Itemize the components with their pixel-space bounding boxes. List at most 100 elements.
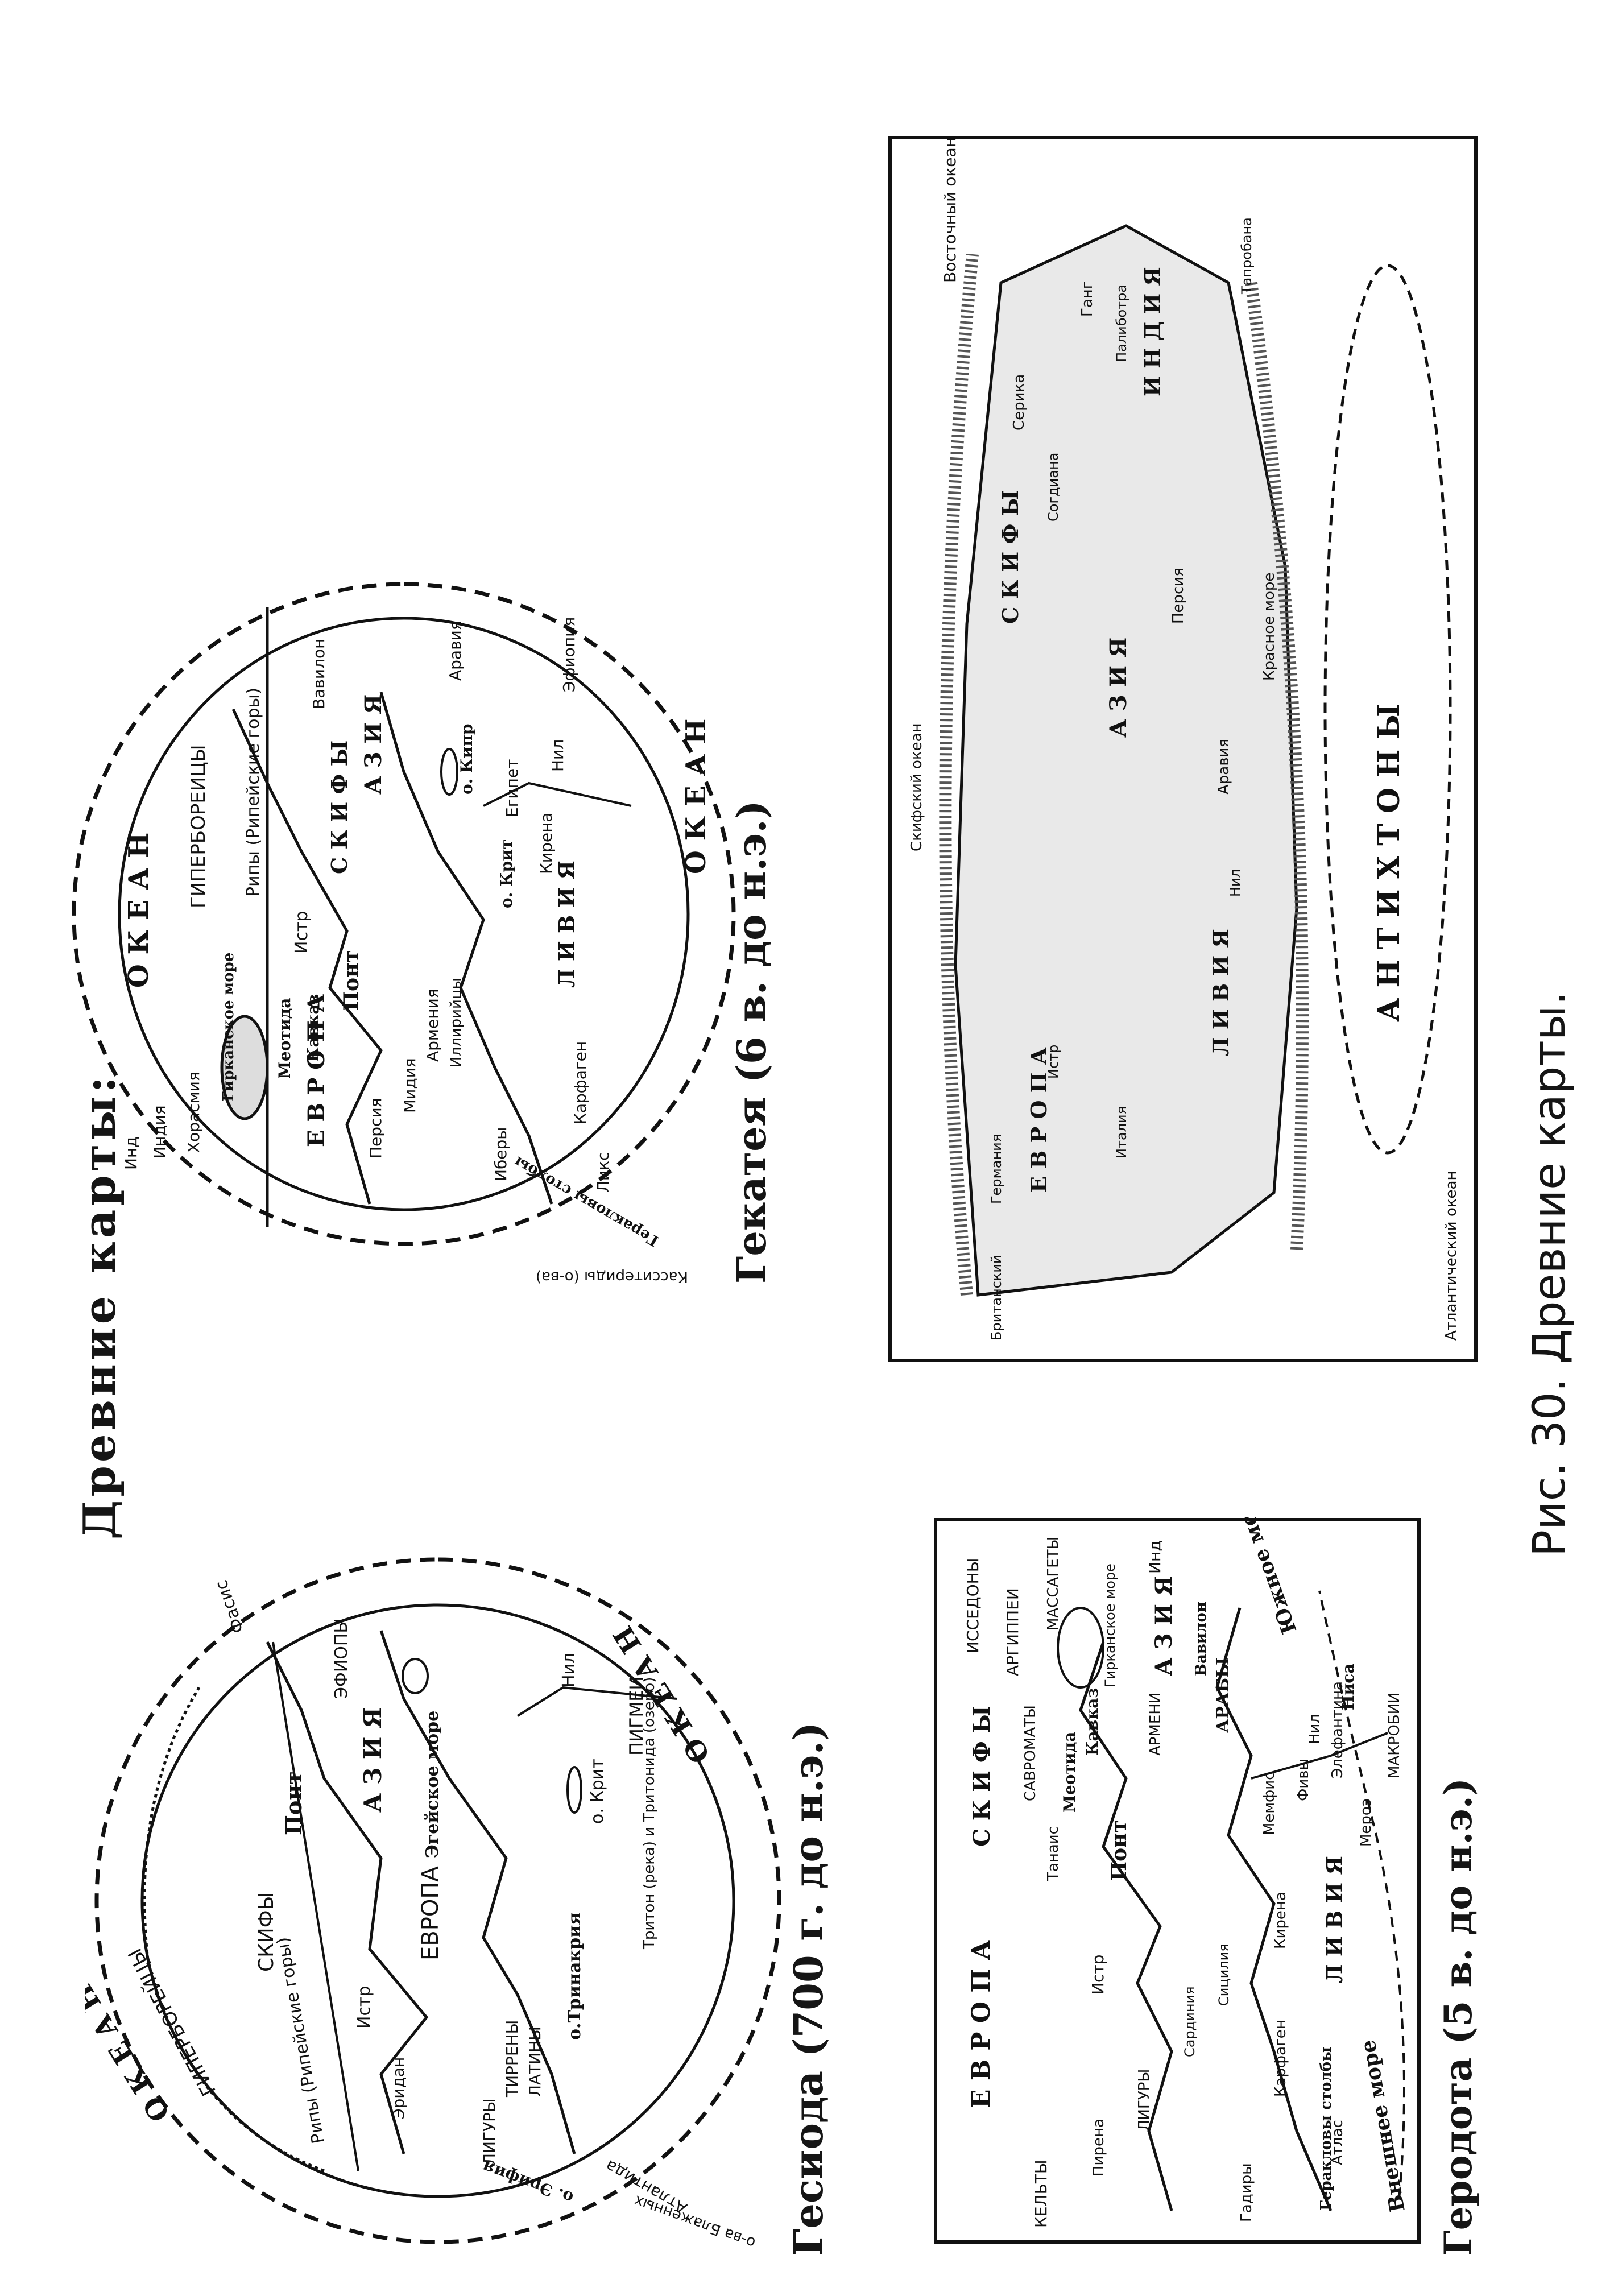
herodotus-gadir: Гадиры: [1238, 2163, 1255, 2222]
hesiod-ligurians: ЛИГУРЫ: [480, 2098, 499, 2165]
hecataeus-inner-circle: [118, 617, 690, 1211]
hecataeus-libya: Л И В И Я: [554, 861, 580, 988]
figure-caption: Рис. 30. Древние карты.: [1524, 991, 1575, 1557]
herodotus-argippei: АРГИППЕИ: [1003, 1588, 1022, 1676]
hesiod-atlantis: Атлантида: [602, 2156, 690, 2218]
hecataeus-coast-south: [379, 692, 553, 1205]
herodotus-indus: Инд: [1145, 1540, 1164, 1574]
hesiod-scythians: СКИФЫ: [255, 1892, 278, 1972]
hecataeus-hyperboreans: ГИПЕРБОРЕИЦЫ: [187, 744, 210, 908]
hecataeus-coast-north: [231, 708, 383, 1205]
hecataeus-india: Индия: [150, 1105, 169, 1159]
eratosthenes-land-outline: [954, 224, 1298, 1297]
hesiod-crete-label: о. Крит: [587, 1759, 607, 1824]
hesiod-triton-label: Тритон (река) и Тритонида (озеро): [641, 1677, 658, 1950]
herodotus-sicily: Сицилия: [1216, 1943, 1232, 2006]
herodotus-babylon: Вавилон: [1193, 1602, 1210, 1676]
hecataeus-babylon: Вавилон: [309, 639, 328, 709]
hecataeus-ripean: Рипы (Рипейские горы): [243, 688, 263, 897]
hecataeus-cyprus-label: о. Кипр: [457, 724, 476, 795]
hesiod-ethiopians: ЭФИОПЫ: [332, 1618, 351, 1699]
hesiod-istr: Истр: [354, 1986, 374, 2029]
hesiod-crete: [566, 1766, 582, 1814]
hesiod-hyperboreans: ГИПЕРБОРЕЙЦЫ: [123, 1945, 221, 2100]
herodotus-frame: [934, 1518, 1421, 2244]
hesiod-trinacria: о.Тринакрия: [565, 1913, 585, 2040]
herodotus-libya: Л И В И Я: [1322, 1856, 1347, 1983]
herodotus-nile-label: Нил: [1306, 1714, 1323, 1744]
hecataeus-nile: [483, 781, 632, 807]
hesiod-coast-north: [266, 1641, 429, 2154]
herodotus-sauromatae: САВРОМАТЫ: [1022, 1705, 1039, 1801]
hecataeus-persia: Персия: [366, 1098, 385, 1159]
hesiod-triton: [402, 1658, 429, 1694]
eratosthenes-antichthones-shape: [1323, 264, 1452, 1155]
herodotus-africa-boundary: [1318, 1590, 1405, 2200]
hecataeus-arabia: Аравия: [446, 620, 465, 681]
map-title-hesiod: Гесиода (700 г. до н.э.): [785, 1722, 832, 2256]
hecataeus-istr: Истр: [292, 911, 312, 954]
hecataeus-pont: Понт: [340, 950, 363, 1011]
hecataeus-caspian: [220, 1015, 269, 1120]
eratosthenes-hatch-south: [1245, 282, 1309, 1250]
hecataeus-asia: А З И Я: [360, 694, 387, 795]
herodotus-istr: Истр: [1089, 1955, 1107, 1995]
herodotus-nile: [1251, 1732, 1388, 1780]
hecataeus-europe: Е В Р О П А: [303, 994, 330, 1147]
hesiod-tyrrhenians: ТИРРЕНЫ: [503, 2020, 522, 2098]
hesiod-europe: ЕВРОПА: [417, 1866, 444, 1960]
map-herodotus: Е В Р О П А С К И Ф Ы ИССЕДОНЫ АРГИППЕИ …: [934, 1517, 1421, 2244]
herodotus-memphis: Мемфис: [1261, 1772, 1278, 1835]
map-hecataeus: О К Е А Н О К Е А Н ГИПЕРБОРЕИЦЫ Рипы (Р…: [72, 582, 736, 1285]
herodotus-sardinia: Сардиния: [1182, 1986, 1198, 2057]
hecataeus-cassiterides: Касситериды (о-ва): [536, 1268, 688, 1285]
eratosthenes-atlantic: Атлантический океан: [1443, 1171, 1460, 1341]
hecataeus-ocean-top: О К Е А Н: [123, 833, 155, 988]
hecataeus-scythians: С К И Ф Ы: [326, 740, 352, 874]
herodotus-issedones: ИССЕДОНЫ: [963, 1558, 982, 1653]
hesiod-aegean: Эгейское море: [423, 1711, 442, 1858]
herodotus-massagetae: МАССАГЕТЫ: [1045, 1537, 1062, 1631]
hesiod-asia: А З И Я: [359, 1707, 387, 1813]
eratosthenes-scythian-ocean: Скифский океан: [908, 723, 925, 851]
herodotus-europe: Е В Р О П А: [967, 1940, 996, 2108]
hesiod-inner-circle: [140, 1603, 735, 2198]
hecataeus-crete: о. Крит: [497, 839, 516, 908]
herodotus-pont: Понт: [1107, 1820, 1131, 1881]
hecataeus-media: Мидия: [400, 1058, 419, 1113]
map-hesiod: О К Е А Н О К Е А Н ГИПЕРБОРЕЙЦЫ СКИФЫ Р…: [85, 1557, 781, 2252]
herodotus-atlas: Атлас: [1329, 2120, 1346, 2165]
hesiod-nile: [516, 1686, 677, 1717]
map-title-herodotus: Геродота (5 в. до н.э.): [1436, 1778, 1480, 2256]
hecataeus-pillars: Геракловы столбы: [511, 1153, 662, 1250]
hesiod-coast-south: [379, 1630, 576, 2154]
hecataeus-outer-circle: [72, 582, 736, 1246]
herodotus-elephantine: Элефантина: [1329, 1681, 1346, 1778]
herodotus-scythians: С К И Ф Ы: [969, 1706, 995, 1847]
herodotus-armenians: АРМЕНИ: [1147, 1693, 1164, 1756]
hecataeus-nile-label: Нил: [548, 739, 567, 772]
eratosthenes-frame: [888, 136, 1478, 1362]
map-eratosthenes: Восточный океан Скифский океан Британски…: [888, 136, 1478, 1362]
eratosthenes-eastern-ocean: Восточный океан: [941, 137, 959, 283]
herodotus-asia: А З И Я: [1151, 1576, 1177, 1676]
hesiod-ripean-line: [272, 1641, 359, 2171]
hecataeus-caucasus: Кавказ: [304, 994, 322, 1062]
hecataeus-armenia: Армения: [423, 988, 442, 1062]
hesiod-nile-label: Нил: [559, 1653, 579, 1687]
hesiod-outer-circle: [94, 1557, 781, 2244]
herodotus-maeotis: Меотида: [1060, 1732, 1079, 1813]
hecataeus-cyrene: Кирена: [537, 812, 556, 874]
herodotus-coast-north: [1079, 1641, 1173, 2211]
herodotus-pyrene: Пирена: [1090, 2119, 1107, 2177]
hecataeus-carthage: Карфаген: [571, 1041, 590, 1124]
herodotus-macrobians: МАКРОБИИ: [1386, 1692, 1403, 1778]
hecataeus-cyprus: [440, 748, 458, 796]
herodotus-coast-south: [1215, 1607, 1333, 2211]
herodotus-kyrene: Кирена: [1272, 1892, 1289, 1949]
herodotus-hyrcanian: Гирканское море: [1102, 1563, 1118, 1687]
herodotus-outer-sea: Внешнее море: [1356, 2038, 1410, 2214]
hecataeus-iberians: Иберы: [491, 1127, 510, 1181]
